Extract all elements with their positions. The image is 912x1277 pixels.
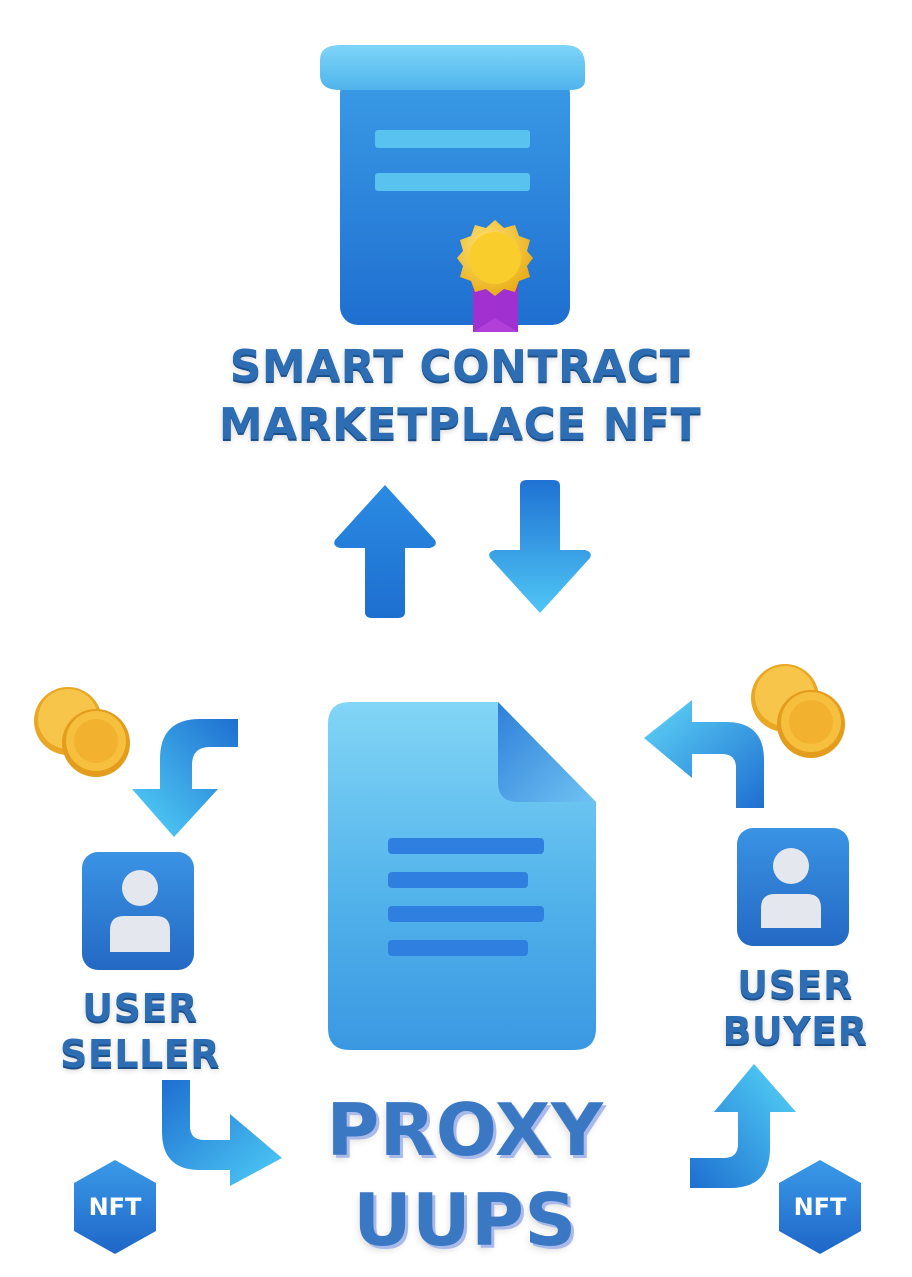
- buyer-line-2: BUYER: [722, 1009, 868, 1053]
- curved-arrow-seller-in-icon: [130, 715, 245, 840]
- title-line-1: SMART CONTRACT: [229, 341, 691, 392]
- nft-badge-right: NFT: [775, 1158, 865, 1256]
- buyer-label: USER BUYER: [700, 962, 890, 1054]
- buyer-line-1: USER: [737, 963, 853, 1007]
- document-icon: [328, 702, 598, 1050]
- curved-arrow-buyer-out-icon: [642, 698, 767, 810]
- seller-line-2: SELLER: [60, 1032, 220, 1076]
- proxy-line-2: UUPS: [353, 1178, 577, 1262]
- coins-icon: [30, 683, 135, 778]
- nft-badge-right-label: NFT: [793, 1193, 847, 1221]
- curved-arrow-seller-out-icon: [160, 1078, 285, 1188]
- proxy-label: PROXY UUPS: [300, 1085, 630, 1265]
- title-label: SMART CONTRACT MARKETPLACE NFT: [200, 338, 720, 454]
- nft-badge-left-label: NFT: [88, 1193, 142, 1221]
- arrow-down-icon: [485, 478, 595, 618]
- title-line-2: MARKETPLACE NFT: [218, 399, 702, 450]
- arrow-up-icon: [330, 480, 440, 620]
- seller-label: USER SELLER: [40, 985, 240, 1077]
- curved-arrow-buyer-in-icon: [688, 1062, 800, 1190]
- certificate-icon: [300, 40, 590, 340]
- user-seller-icon: [82, 852, 194, 970]
- coins-icon-right: [745, 660, 850, 760]
- user-buyer-icon: [737, 828, 849, 946]
- proxy-line-1: PROXY: [326, 1088, 604, 1172]
- seller-line-1: USER: [82, 986, 198, 1030]
- nft-badge-left: NFT: [70, 1158, 160, 1256]
